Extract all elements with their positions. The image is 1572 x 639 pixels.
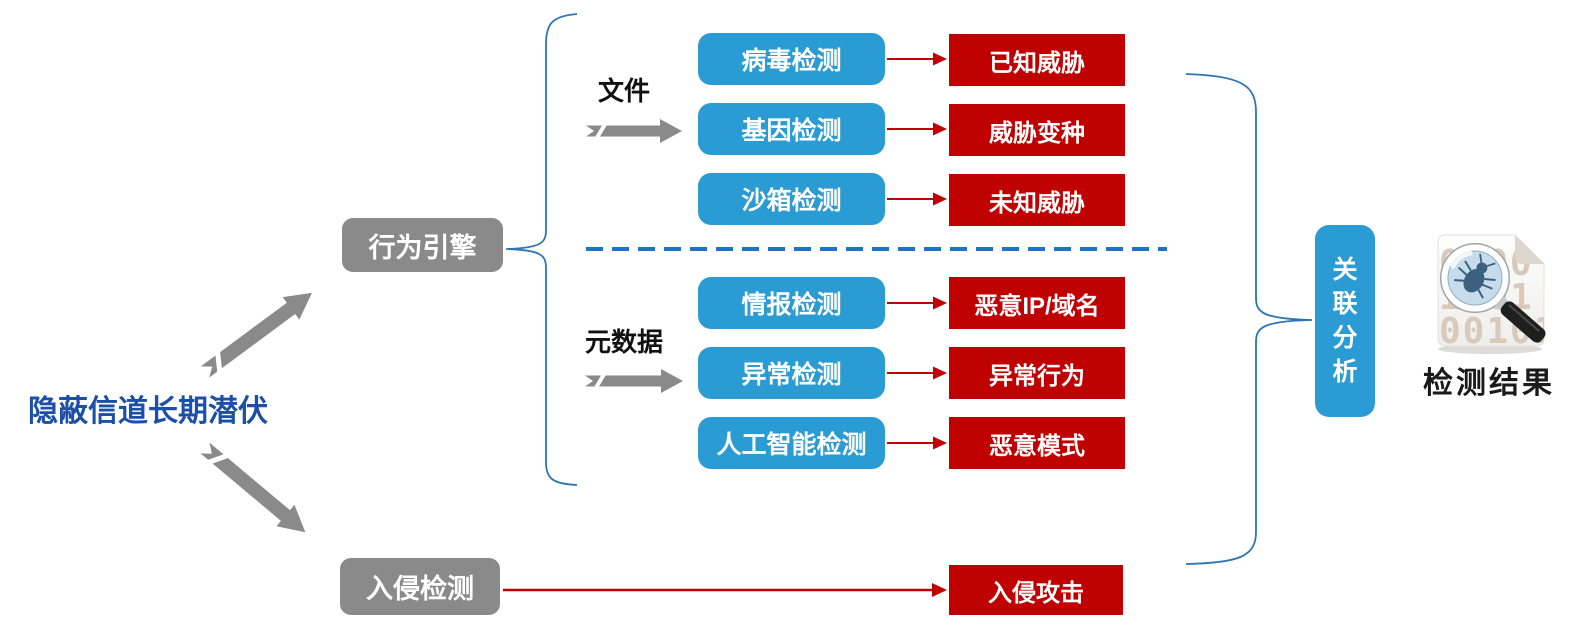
file-group-label: 文件 [598, 76, 651, 106]
metadata-input-arrow-icon [585, 369, 683, 393]
result-malicious-ip-domain: 恶意IP/域名 [949, 277, 1125, 329]
red-arrow-row2 [887, 122, 947, 136]
left-brace [505, 13, 578, 486]
red-arrow-row6 [887, 436, 947, 450]
red-arrow-row3 [887, 192, 947, 206]
detector-virus: 病毒检测 [698, 33, 885, 85]
result-unknown-threat: 未知威胁 [949, 174, 1125, 226]
red-arrow-row5 [887, 366, 947, 380]
result-known-threat: 已知威胁 [949, 34, 1125, 86]
source-label: 隐蔽信道长期潜伏 [28, 395, 268, 428]
detector-intel: 情报检测 [698, 277, 885, 329]
arrow-down-right-icon [200, 442, 306, 533]
detector-sandbox: 沙箱检测 [698, 173, 885, 225]
arrow-up-right-icon [200, 292, 312, 378]
detection-result-label: 检测结果 [1423, 367, 1555, 400]
result-abnormal-behavior: 异常行为 [949, 347, 1125, 399]
analysis-char: 关 [1332, 255, 1358, 284]
red-arrow-row4 [887, 296, 947, 310]
analysis-char: 分 [1332, 323, 1358, 352]
intrusion-detection-box: 入侵检测 [340, 558, 500, 615]
magnifier-handle [1495, 296, 1546, 343]
detector-gene: 基因检测 [698, 103, 885, 155]
metadata-group-label: 元数据 [585, 327, 664, 357]
magnifier-icon [1440, 243, 1546, 343]
behavior-engine-box: 行为引擎 [342, 218, 503, 272]
detector-anomaly: 异常检测 [698, 347, 885, 399]
result-threat-variant: 威胁变种 [949, 104, 1125, 156]
bug-magnifier-document-icon: 0100 1101 00101 [1437, 234, 1546, 354]
red-arrow-intrusion [503, 583, 947, 597]
detector-ai: 人工智能检测 [698, 417, 885, 469]
page-fold [1515, 235, 1544, 264]
analysis-char: 析 [1332, 357, 1358, 386]
correlation-analysis-box: 关 联 分 析 [1315, 225, 1375, 417]
result-malicious-pattern: 恶意模式 [949, 417, 1125, 469]
right-brace [1185, 73, 1313, 565]
result-intrusion-attack: 入侵攻击 [949, 565, 1123, 615]
analysis-char: 联 [1332, 289, 1358, 318]
file-input-arrow-icon [586, 119, 682, 143]
bug-icon [1454, 253, 1496, 299]
red-arrow-row1 [887, 52, 947, 66]
